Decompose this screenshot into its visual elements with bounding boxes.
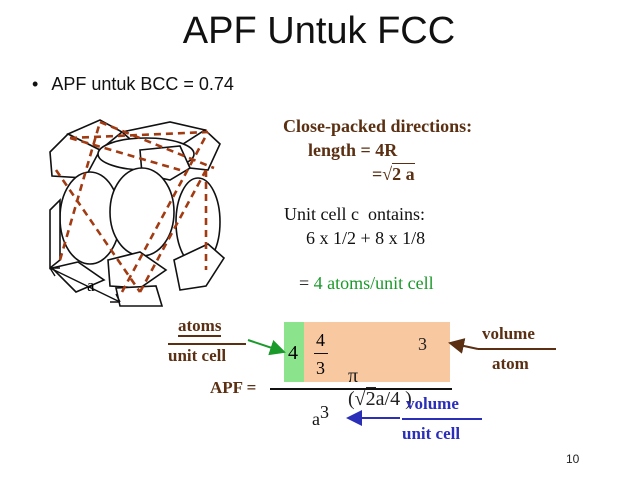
green-number: 4 [288,342,298,364]
atoms-unitcell-rule [168,343,246,345]
fraction-bar [314,353,328,354]
directions-sqrt-line: =√2 a [372,163,415,185]
green-box [284,322,304,382]
atom-label: atom [492,354,529,373]
volume-atom-rule [478,348,556,350]
bullet-text: APF untuk BCC = 0.74 [51,74,234,94]
sqrt-content: 2 [365,387,376,410]
radius-term: a/4 ) [375,388,412,410]
sphere-volume-expression: π (√2a/4 ) [338,342,412,411]
contents-line-1: Unit cell c ontains: [284,204,425,224]
apf-label: APF = [210,378,257,397]
equals-sign: = [372,164,383,184]
open-paren: ( [348,388,355,410]
lattice-a: a [312,409,320,429]
volume-label-top: volume [482,324,535,343]
atoms-label: atoms [178,316,222,337]
pi-symbol: π [348,365,359,387]
cell-volume: a3 [312,402,329,430]
directions-length: length = 4R [308,140,398,160]
fraction-numerator: 4 [316,330,325,350]
contents-equals: = [299,273,314,293]
volume-atom-arrow [448,338,479,354]
cell-exponent: 3 [320,402,329,422]
sqrt-symbol: √ [354,388,366,410]
sqrt-symbol: √ [382,164,393,184]
lattice-parameter-label: a [87,276,95,295]
unit-cell-label-bottom: unit cell [402,424,461,443]
volume-cell-rule [402,418,482,420]
bullet-dot: • [32,74,39,94]
page-number: 10 [566,452,580,466]
contents-line-2: 6 x 1/2 + 8 x 1/8 [306,228,426,248]
atoms-arrow [247,339,286,356]
sqrt-content: 2 a [392,163,415,184]
orange-box [304,322,450,382]
fcc-unit-cell-diagram [49,119,226,307]
atoms-per-cell: 4 atoms/unit cell [313,273,434,293]
volume-label-bottom: volume [406,394,459,413]
contents-line-3: = 4 atoms/unit cell [290,252,434,294]
slide-title: APF Untuk FCC [182,10,456,52]
unit-cell-label: unit cell [168,346,227,365]
bullet-point: • APF untuk BCC = 0.74 [32,74,234,95]
apf-fraction-line [270,388,452,390]
volume-exponent: 3 [418,334,427,354]
directions-heading: Close-packed directions: [283,116,473,136]
fraction-denominator: 3 [316,358,325,378]
